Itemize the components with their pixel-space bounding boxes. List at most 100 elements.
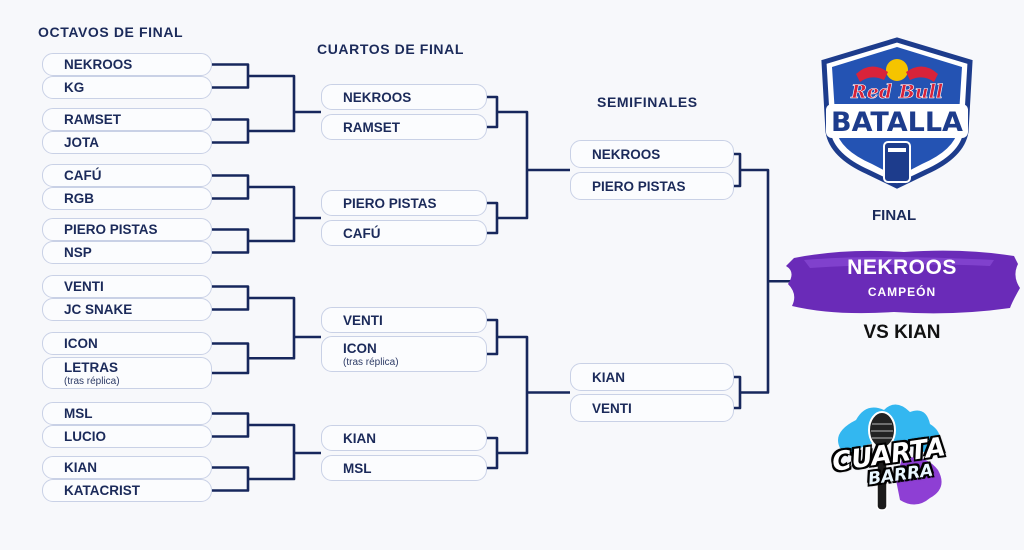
competitor-name: KIAN: [343, 430, 376, 446]
competitor-name: KIAN: [64, 460, 97, 475]
octavos-slot: ICON: [42, 332, 212, 355]
champion-brush-stroke: [786, 250, 1020, 314]
competitor-name: PIERO PISTAS: [592, 178, 686, 194]
octavos-bracket: [212, 466, 250, 492]
final-opponent: VS KIAN: [863, 322, 941, 343]
octavos-slot: LUCIO: [42, 425, 212, 448]
cuartos-join: [497, 335, 529, 455]
round-title-octavos: OCTAVOS DE FINAL: [38, 24, 184, 40]
competitor-name: KIAN: [592, 369, 625, 385]
logo-bull-right: [906, 66, 938, 82]
competitor-name: KG: [64, 80, 85, 95]
competitor-name: KATACRIST: [64, 483, 140, 498]
competitor-name: MSL: [64, 406, 93, 421]
redbull-batalla-logo: Red Bull BATALLA: [821, 37, 973, 189]
competitor-name: NEKROOS: [64, 57, 133, 72]
competitor-name: RAMSET: [343, 119, 400, 135]
logo-sun: [886, 59, 908, 81]
octavos-slot: JOTA: [42, 131, 212, 154]
octavos-join: [248, 296, 296, 360]
semis-slot: PIERO PISTAS: [570, 172, 734, 200]
competitor-name: LUCIO: [64, 429, 106, 444]
logo-batalla-text: BATALLA: [831, 107, 963, 138]
cuartos-slot: VENTI: [321, 307, 487, 333]
cuartos-bracket: [487, 436, 499, 470]
octavos-slot: RAMSET: [42, 108, 212, 131]
logo-bull-left: [856, 66, 888, 82]
champion-label: CAMPEÓN: [867, 285, 937, 299]
octavos-join: [248, 423, 296, 481]
champion-name: NEKROOS: [847, 256, 957, 279]
octavos-slot: KIAN: [42, 456, 212, 479]
octavos-slot: RGB: [42, 187, 212, 210]
octavos-slot: MSL: [42, 402, 212, 425]
octavos-bracket: [212, 228, 250, 254]
competitor-name: VENTI: [64, 279, 104, 294]
cuartos-slot: MSL: [321, 455, 487, 481]
cuartos-slot: RAMSET: [321, 114, 487, 140]
champion-banner: [786, 250, 1020, 314]
octavos-slot: LETRAS(tras réplica): [42, 357, 212, 389]
cuartos-bracket: [487, 318, 499, 356]
octavos-bracket: [212, 118, 250, 144]
semis-bracket: [734, 152, 742, 188]
competitor-name: PIERO PISTAS: [64, 222, 158, 237]
octavos-bracket: [212, 342, 250, 375]
round-title-semifinales: SEMIFINALES: [597, 94, 698, 110]
competitor-name: NEKROOS: [343, 89, 412, 105]
octavos-slot: JC SNAKE: [42, 298, 212, 321]
octavos-slot: VENTI: [42, 275, 212, 298]
semis-join: [740, 168, 770, 394]
cuarta-barra-logo: [838, 404, 942, 511]
final-title: FINAL: [872, 207, 917, 224]
round-title-cuartos: CUARTOS DE FINAL: [317, 41, 465, 57]
semis-bracket: [734, 375, 742, 410]
logo-redbull-text: Red Bull: [850, 81, 943, 103]
competitor-name: VENTI: [592, 400, 632, 416]
octavos-join: [248, 185, 296, 243]
competitor-note: (tras réplica): [64, 375, 120, 387]
competitor-name: JOTA: [64, 135, 100, 150]
octavos-slot: PIERO PISTAS: [42, 218, 212, 241]
octavos-join: [248, 74, 296, 133]
champion-brush-highlight: [804, 257, 994, 268]
cuartos-slot: ICON(tras réplica): [321, 336, 487, 372]
logo-splash-purple: [896, 457, 942, 505]
competitor-name: PIERO PISTAS: [343, 195, 437, 211]
octavos-slot: NSP: [42, 241, 212, 264]
competitor-name: NSP: [64, 245, 92, 260]
semis-slot: KIAN: [570, 363, 734, 391]
competitor-name: CAFÚ: [64, 168, 102, 183]
competitor-name: ICON: [343, 340, 377, 356]
cuartos-join: [497, 110, 529, 220]
cuartos-slot: PIERO PISTAS: [321, 190, 487, 216]
cuartos-slot: CAFÚ: [321, 220, 487, 246]
competitor-name: NEKROOS: [592, 146, 661, 162]
octavos-bracket: [212, 63, 250, 89]
competitor-name: VENTI: [343, 312, 383, 328]
octavos-slot: CAFÚ: [42, 164, 212, 187]
competitor-name: RGB: [64, 191, 94, 206]
competitor-name: LETRAS: [64, 359, 118, 375]
octavos-slot: KG: [42, 76, 212, 99]
competitor-name: JC SNAKE: [64, 302, 133, 317]
cuartos-bracket: [487, 95, 499, 129]
semis-slot: NEKROOS: [570, 140, 734, 168]
cuartos-slot: KIAN: [321, 425, 487, 451]
cuartos-bracket: [487, 201, 499, 235]
competitor-name: CAFÚ: [343, 225, 381, 241]
octavos-bracket: [212, 174, 250, 200]
cuartos-slot: NEKROOS: [321, 84, 487, 110]
competitor-name: RAMSET: [64, 112, 121, 127]
microphone-handle: [876, 445, 888, 511]
semis-slot: VENTI: [570, 394, 734, 422]
competitor-name: MSL: [343, 460, 372, 476]
competitor-note: (tras réplica): [343, 356, 399, 368]
octavos-bracket: [212, 285, 250, 311]
octavos-slot: NEKROOS: [42, 53, 212, 76]
logo-batalla-band: [826, 104, 968, 138]
logo-mic-grille: [888, 148, 906, 152]
octavos-bracket: [212, 412, 250, 438]
